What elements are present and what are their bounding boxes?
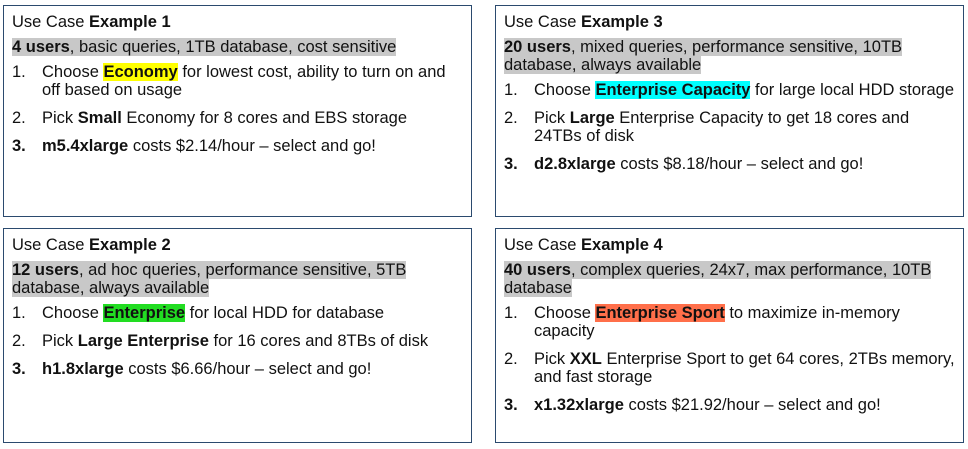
title-prefix: Use Case (12, 236, 90, 254)
step-number: 2. (12, 109, 26, 127)
highlight-enterprise-sport: Enterprise Sport (595, 304, 725, 322)
card-summary: 12 users, ad hoc queries, performance se… (12, 261, 463, 297)
instance-type: m5.4xlarge (42, 137, 129, 155)
step-number: 2. (504, 109, 518, 127)
step-3: 3. m5.4xlarge costs $2.14/hour – select … (12, 137, 463, 155)
step-text-post: for large local HDD storage (750, 81, 955, 99)
card-title: Use Case Example 1 (12, 12, 463, 32)
step-number: 2. (12, 332, 26, 350)
summary-details: , basic queries, 1TB database, cost sens… (69, 38, 397, 56)
step-2: 2. Pick XXL Enterprise Sport to get 64 c… (504, 350, 955, 386)
title-prefix: Use Case (504, 13, 582, 31)
use-case-card-3: Use Case Example 3 20 users, mixed queri… (495, 5, 964, 217)
card-summary: 20 users, mixed queries, performance sen… (504, 38, 955, 74)
step-3: 3. h1.8xlarge costs $6.66/hour – select … (12, 360, 463, 378)
step-number: 1. (12, 63, 26, 81)
step-text-pre: Pick (534, 350, 570, 368)
step-number: 2. (504, 350, 518, 368)
step-text-post: to maximize in-memory capacity (534, 304, 900, 340)
step-text-post: Enterprise Capacity to get 18 cores and … (534, 109, 910, 145)
step-text-pre: Choose (534, 81, 596, 99)
instance-type: d2.8xlarge (534, 155, 616, 173)
step-1: 1. Choose Enterprise Capacity for large … (504, 81, 955, 99)
step-text-pre: Choose (42, 304, 104, 322)
step-text-post: Economy for 8 cores and EBS storage (121, 109, 408, 127)
use-case-card-4: Use Case Example 4 40 users, complex que… (495, 228, 964, 443)
highlight-enterprise-capacity: Enterprise Capacity (595, 81, 751, 99)
instance-type: x1.32xlarge (534, 396, 624, 414)
summary-users: 12 users (12, 261, 79, 279)
summary-users: 40 users (504, 261, 571, 279)
step-text-post: for lowest cost, ability to turn on and … (42, 63, 446, 99)
card-summary: 4 users, basic queries, 1TB database, co… (12, 38, 463, 56)
summary-details: , mixed queries, performance sensitive, … (504, 38, 903, 74)
step-bold: Small (77, 109, 122, 127)
step-number: 3. (504, 155, 518, 173)
step-number: 3. (504, 396, 518, 414)
title-prefix: Use Case (12, 13, 90, 31)
step-text-post: costs $8.18/hour – select and go! (615, 155, 864, 173)
step-text-post: costs $6.66/hour – select and go! (123, 360, 372, 378)
step-2: 2. Pick Small Economy for 8 cores and EB… (12, 109, 463, 127)
step-1: 1. Choose Enterprise Sport to maximize i… (504, 304, 955, 340)
step-2: 2. Pick Large Enterprise for 16 cores an… (12, 332, 463, 350)
step-number: 3. (12, 360, 26, 378)
step-text-post: costs $21.92/hour – select and go! (623, 396, 881, 414)
card-summary: 40 users, complex queries, 24x7, max per… (504, 261, 955, 297)
step-number: 1. (12, 304, 26, 322)
step-text-post: for 16 cores and 8TBs of disk (208, 332, 429, 350)
step-text-pre: Choose (42, 63, 104, 81)
step-3: 3. d2.8xlarge costs $8.18/hour – select … (504, 155, 955, 173)
title-bold: Example 1 (89, 13, 171, 31)
step-text-pre: Pick (42, 109, 78, 127)
step-2: 2. Pick Large Enterprise Capacity to get… (504, 109, 955, 145)
step-text-pre: Pick (42, 332, 78, 350)
card-title: Use Case Example 4 (504, 235, 955, 255)
step-3: 3. x1.32xlarge costs $21.92/hour – selec… (504, 396, 955, 414)
summary-users: 4 users (12, 38, 70, 56)
step-number: 3. (12, 137, 26, 155)
use-case-card-2: Use Case Example 2 12 users, ad hoc quer… (3, 228, 472, 443)
summary-users: 20 users (504, 38, 571, 56)
summary-details: , ad hoc queries, performance sensitive,… (12, 261, 407, 297)
highlight-enterprise: Enterprise (103, 304, 186, 322)
step-text-post: Enterprise Sport to get 64 cores, 2TBs m… (534, 350, 955, 386)
highlight-economy: Economy (103, 63, 178, 81)
use-case-card-1: Use Case Example 1 4 users, basic querie… (3, 5, 472, 217)
instance-type: h1.8xlarge (42, 360, 124, 378)
step-bold: Large (569, 109, 615, 127)
step-number: 1. (504, 304, 518, 322)
title-bold: Example 4 (581, 236, 663, 254)
step-1: 1. Choose Economy for lowest cost, abili… (12, 63, 463, 99)
step-number: 1. (504, 81, 518, 99)
step-bold: Large Enterprise (77, 332, 209, 350)
title-bold: Example 3 (581, 13, 663, 31)
card-title: Use Case Example 2 (12, 235, 463, 255)
step-text-pre: Pick (534, 109, 570, 127)
step-text-post: for local HDD for database (185, 304, 385, 322)
title-bold: Example 2 (89, 236, 171, 254)
step-1: 1. Choose Enterprise for local HDD for d… (12, 304, 463, 322)
step-text-pre: Choose (534, 304, 596, 322)
card-title: Use Case Example 3 (504, 12, 955, 32)
step-text-post: costs $2.14/hour – select and go! (128, 137, 376, 155)
summary-details: , complex queries, 24x7, max performance… (504, 261, 932, 297)
step-bold: XXL (569, 350, 602, 368)
title-prefix: Use Case (504, 236, 582, 254)
